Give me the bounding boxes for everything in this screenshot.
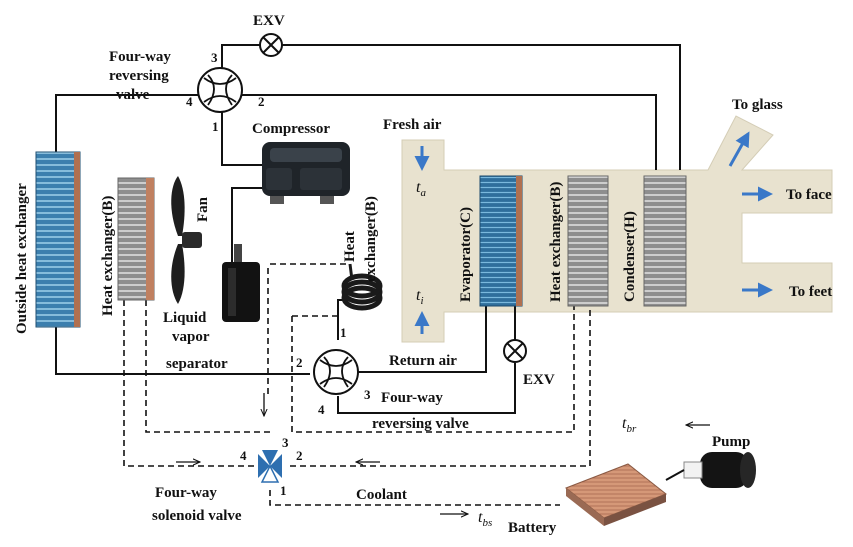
left-heat-exchanger-b [117, 177, 155, 301]
to-face-label: To face [786, 187, 832, 203]
air-flow-arrows [414, 131, 773, 334]
ta-label: ta [416, 179, 426, 199]
top-valve-label-1: Four-way [109, 49, 171, 65]
outside-heat-exchanger [35, 151, 81, 328]
to-feet-label: To feet [789, 284, 832, 300]
outside-hx-label: Outside heat exchanger [14, 183, 30, 334]
top-valve-port-2: 2 [258, 94, 265, 109]
top-valve-label-3: valve [116, 87, 150, 103]
bottom-four-way-valve [313, 349, 359, 395]
top-valve-port-4: 4 [186, 94, 193, 109]
solenoid-port-4: 4 [240, 448, 247, 463]
separator-label-2: vapor [172, 329, 210, 345]
refrigerant-pipes [55, 44, 681, 414]
left-hx-b-label: Heat exchanger(B) [100, 196, 116, 316]
solenoid-port-1: 1 [280, 483, 287, 498]
top-exv-valve [259, 33, 283, 57]
middle-heat-exchanger-coil [341, 263, 383, 311]
bottom-valve-port-2: 2 [296, 355, 303, 370]
pump [665, 452, 756, 488]
fan-label: Fan [195, 196, 211, 222]
condenser-h [643, 175, 687, 307]
tbs-label: tbs [478, 509, 492, 529]
tbr-label: tbr [622, 415, 637, 435]
evaporator-c [479, 175, 523, 307]
bottom-valve-port-1: 1 [340, 325, 347, 340]
to-glass-label: To glass [732, 97, 783, 113]
fan [171, 176, 202, 304]
mid-hx-label-1: Heat [342, 231, 358, 262]
pump-label: Pump [712, 434, 750, 450]
bottom-valve-port-3: 3 [364, 387, 371, 402]
top-valve-label-2: reversing [109, 68, 169, 84]
evaporator-label: Evaporator(C) [458, 207, 474, 302]
duct-heat-exchanger-b [567, 175, 609, 307]
duct-hx-b-label: Heat exchanger(B) [548, 182, 564, 302]
bottom-valve-port-4: 4 [318, 402, 325, 417]
top-valve-port-3: 3 [211, 50, 218, 65]
top-valve-port-1: 1 [212, 119, 219, 134]
top-exv-label: EXV [253, 13, 285, 29]
solenoid-label-2: solenoid valve [152, 508, 242, 524]
right-exv-label: EXV [523, 372, 555, 388]
liquid-vapor-separator [222, 244, 260, 322]
solenoid-label-1: Four-way [155, 485, 217, 501]
battery [565, 463, 667, 526]
bottom-valve-label-2: reversing valve [372, 416, 469, 432]
bottom-valve-label-1: Four-way [381, 390, 443, 406]
coolant-pipes [123, 263, 591, 506]
top-four-way-valve [197, 67, 243, 113]
four-way-solenoid-valve [258, 450, 282, 483]
condenser-label: Condenser(H) [622, 211, 638, 302]
right-exv-valve [503, 339, 527, 363]
coolant-flow-arrows [176, 393, 710, 514]
compressor-label: Compressor [252, 121, 330, 137]
separator-label-1: Liquid [163, 310, 207, 326]
solenoid-port-3: 3 [282, 435, 289, 450]
separator-label-3: separator [166, 356, 228, 372]
fresh-air-label: Fresh air [383, 117, 442, 133]
ti-label: ti [416, 287, 424, 307]
mid-hx-label-2: exchanger(B) [363, 196, 379, 282]
coolant-label: Coolant [356, 487, 407, 503]
battery-label: Battery [508, 520, 557, 536]
compressor [262, 142, 350, 204]
solenoid-port-2: 2 [296, 448, 303, 463]
return-air-label: Return air [389, 353, 457, 369]
